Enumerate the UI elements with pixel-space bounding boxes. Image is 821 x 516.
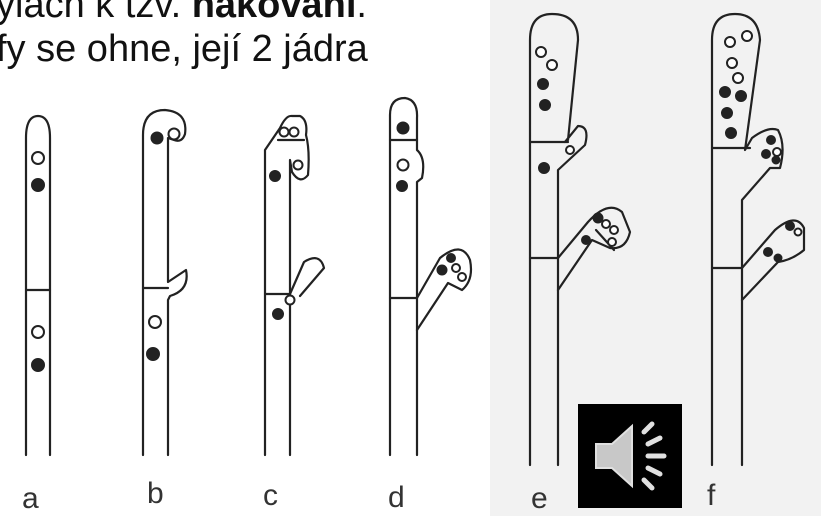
panel-label-d: d	[388, 481, 405, 514]
panel-label-a: a	[22, 482, 39, 515]
panel-a-nuclei	[32, 152, 44, 371]
panel-e-nuclei	[536, 47, 618, 246]
panel-a-hypha	[26, 116, 50, 455]
panel-c-nuclei	[270, 128, 303, 320]
panel-f-hypha	[712, 14, 804, 465]
speaker-icon	[578, 404, 682, 508]
panel-f-nuclei	[720, 31, 802, 262]
panel-label-b: b	[147, 477, 164, 510]
panel-b-nuclei	[147, 129, 180, 361]
panel-d-nuclei	[397, 123, 466, 282]
panel-b-hypha	[143, 110, 187, 455]
panel-label-f: f	[707, 479, 716, 512]
panel-label-c: c	[263, 479, 278, 512]
panel-label-e: e	[531, 482, 548, 515]
audio-play-button[interactable]	[578, 404, 682, 508]
